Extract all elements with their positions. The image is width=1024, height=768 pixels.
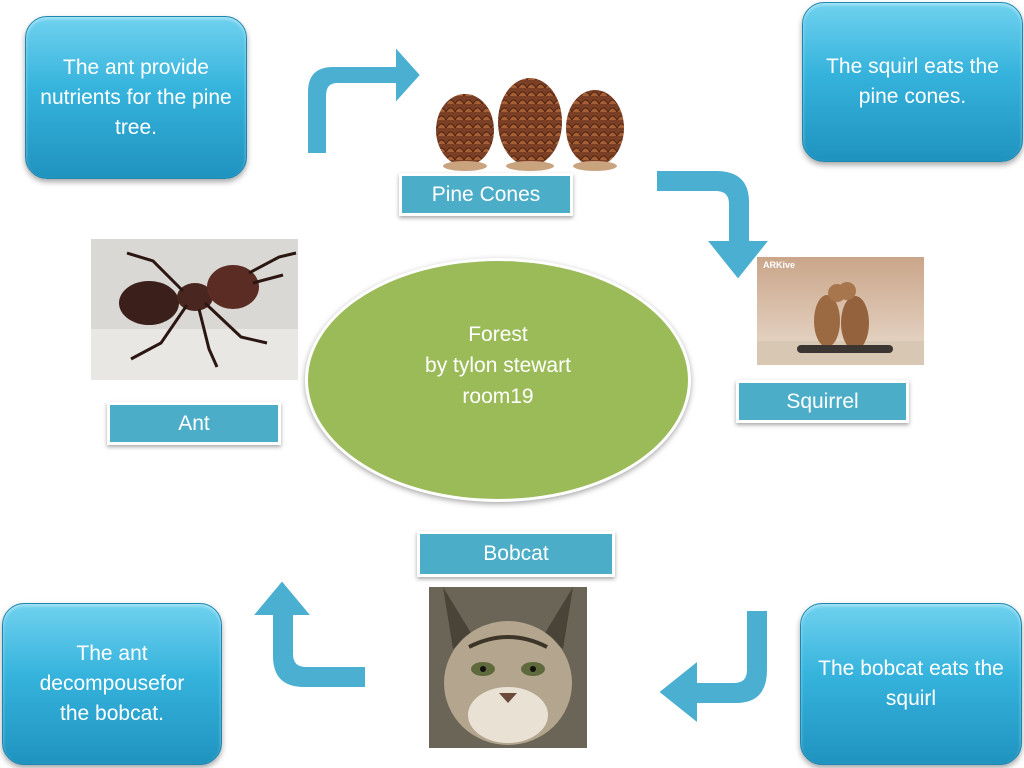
label-pine-cones: Pine Cones: [399, 173, 573, 216]
label-bobcat: Bobcat: [417, 531, 615, 577]
center-ellipse-title: Forest by tylon stewart room19: [305, 258, 691, 502]
curved-arrow-icon: [306, 43, 423, 155]
note-bobcat-eats: The bobcat eats the squirl: [800, 603, 1022, 765]
pine-cones-photo: [436, 78, 624, 171]
label-ant: Ant: [107, 402, 281, 445]
curved-arrow-icon: [656, 609, 769, 726]
note-ant-nutrients: The ant provide nutrients for the pine t…: [25, 16, 247, 179]
label-squirrel: Squirrel: [736, 380, 909, 423]
squirrel-photo: ARKive: [757, 257, 924, 365]
curved-arrow-icon: [249, 578, 367, 689]
curved-arrow-icon: [655, 169, 772, 282]
ant-photo: [91, 239, 298, 380]
note-ant-decomposes: The ant decompousefor the bobcat.: [2, 603, 222, 765]
arkive-logo: ARKive: [763, 260, 795, 270]
bobcat-photo: [429, 587, 587, 748]
note-squirrel-eats: The squirl eats the pine cones.: [802, 2, 1023, 162]
